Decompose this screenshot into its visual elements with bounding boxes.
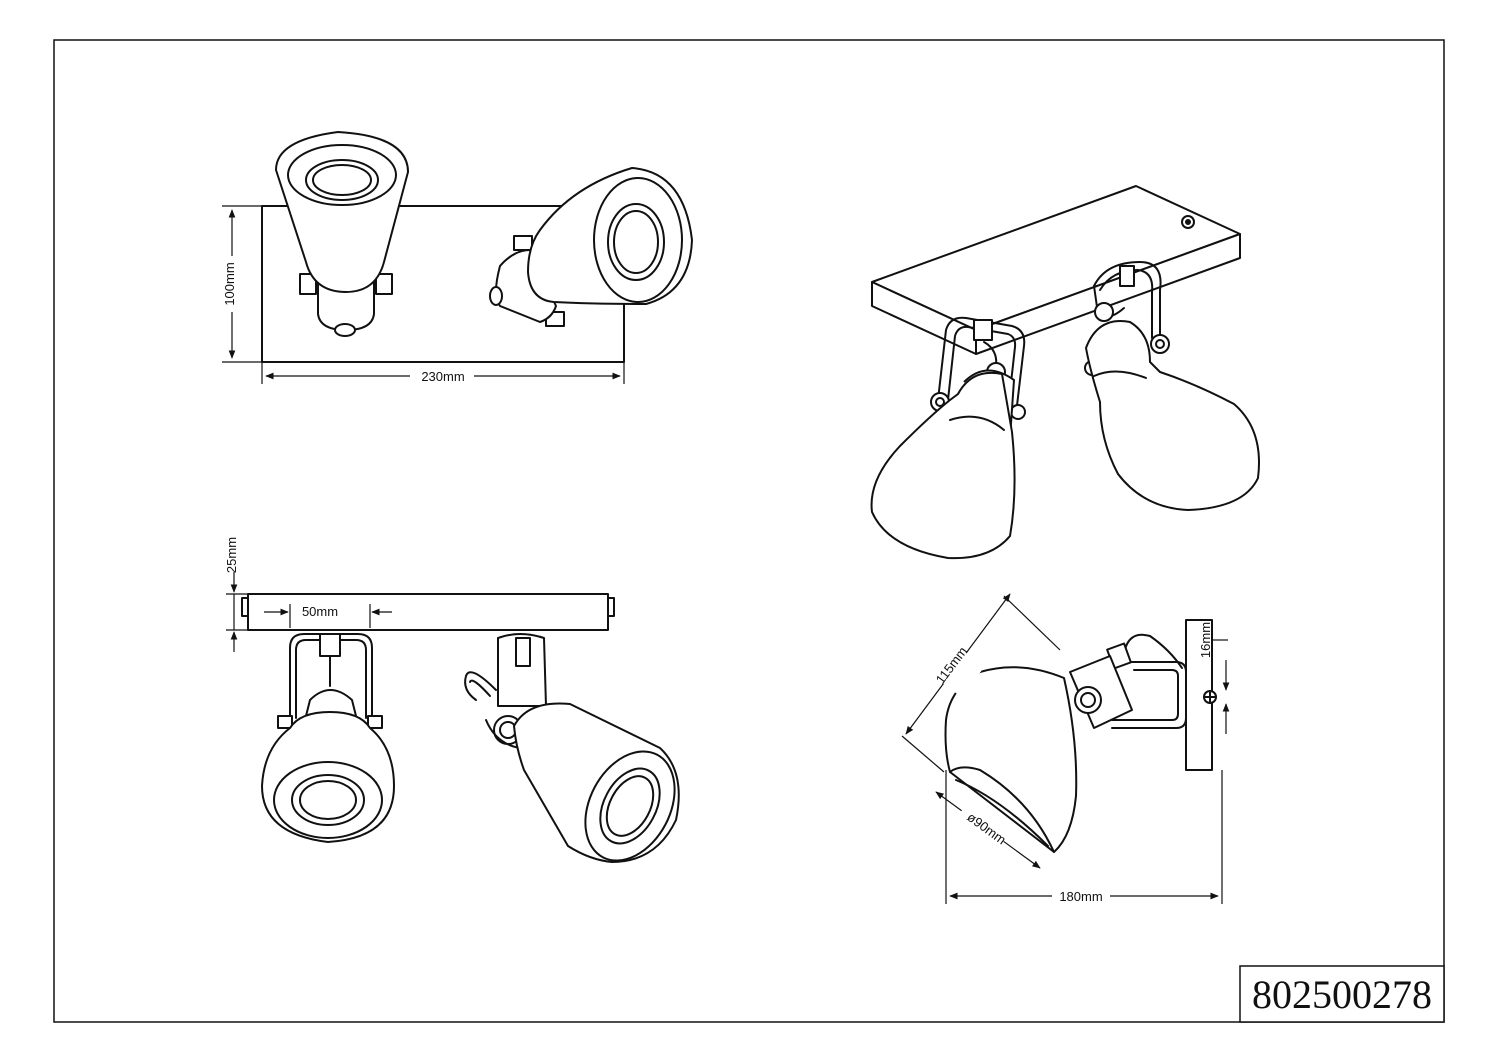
front-view-right-spot (464, 633, 680, 863)
front-view-left-spot (261, 633, 395, 843)
isometric-view (870, 185, 1260, 560)
dim-top-width: 230mm (421, 369, 464, 384)
top-view-right-spot (489, 167, 693, 327)
dim-side-plate: 16mm (1198, 622, 1213, 658)
top-view-left-spot (275, 131, 409, 337)
iso-left-spot (870, 316, 1026, 560)
dim-side-length: 180mm (1059, 889, 1102, 904)
sheet-border (53, 39, 1445, 1023)
product-code: 802500278 (1252, 972, 1432, 1017)
dim-front-depth: 25mm (224, 537, 239, 573)
top-view: 100mm 230mm (222, 131, 693, 384)
dim-front-offset: 50mm (302, 604, 338, 619)
iso-right-spot (1084, 261, 1260, 511)
side-view: 115mm ø90mm 180mm 16mm (901, 593, 1230, 904)
front-view: 25mm 50mm (224, 537, 680, 863)
dim-top-height: 100mm (222, 262, 237, 305)
title-block: 802500278 (1239, 965, 1445, 1023)
